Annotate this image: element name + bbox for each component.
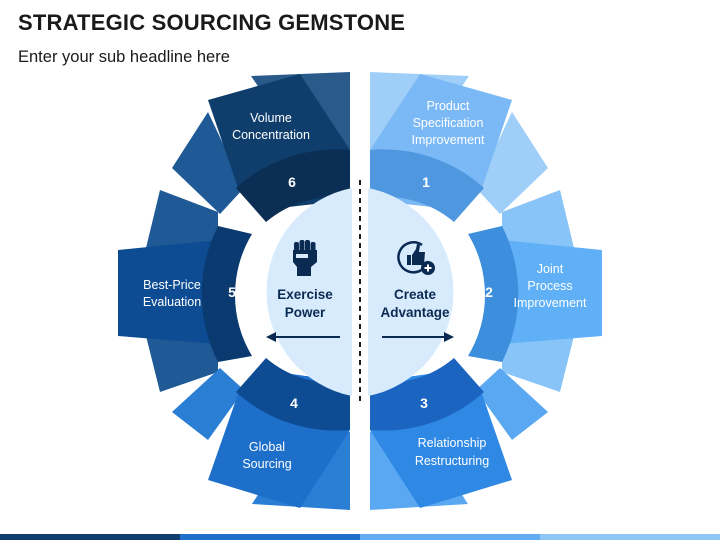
segment-1-number-band — [370, 149, 484, 222]
segment-5-main-facet — [118, 240, 218, 344]
center-left-half[interactable]: Exercise Power — [266, 188, 352, 396]
segment-1-label-line2: Specification — [413, 116, 484, 130]
segment-4-number: 4 — [290, 395, 298, 411]
segment-6-number: 6 — [288, 174, 296, 190]
segment-2-main-facet — [502, 240, 602, 344]
slide-subtitle: Enter your sub headline here — [18, 48, 230, 66]
center-right-line1: Create — [394, 287, 437, 302]
segment-6-number-band — [236, 149, 350, 222]
segment-5[interactable]: Best-Price Evaluation 5 — [118, 190, 252, 392]
segment-1-label-line1: Product — [426, 99, 470, 113]
center-left-line2: Power — [285, 305, 326, 320]
segment-3[interactable]: Relationship Restructuring 3 — [370, 358, 548, 510]
raised-fist-icon — [293, 240, 317, 276]
segment-5-top-facet — [146, 190, 218, 250]
segment-4[interactable]: Global Sourcing 4 — [172, 358, 350, 510]
arrow-right-icon — [382, 332, 454, 342]
segment-3-label-line1: Relationship — [418, 436, 487, 450]
center-left-line1: Exercise — [277, 287, 333, 302]
segment-2-number-band — [468, 226, 519, 362]
segment-2-number: 2 — [485, 284, 493, 300]
bottom-accent-bar — [0, 534, 720, 540]
segment-2[interactable]: Joint Process Improvement 2 — [468, 190, 602, 392]
thumbs-up-plus-icon — [397, 241, 435, 275]
segment-6[interactable]: Volume Concentration 6 — [172, 72, 350, 222]
segment-1-number: 1 — [422, 174, 430, 190]
arrow-left-icon — [266, 332, 340, 342]
segment-5-label-line2: Evaluation — [143, 295, 201, 309]
segment-1[interactable]: Product Specification Improvement 1 — [370, 72, 548, 222]
center-right-shape — [368, 188, 454, 396]
segment-2-label-line3: Improvement — [514, 296, 587, 310]
segment-1-side-facet — [476, 112, 548, 214]
segment-2-top-facet — [502, 190, 574, 250]
segment-2-bottom-facet — [502, 334, 574, 392]
segment-6-label-line1: Volume — [250, 111, 292, 125]
segment-3-number: 3 — [420, 395, 428, 411]
segment-6-side-facet — [172, 112, 244, 214]
segment-4-label-line1: Global — [249, 440, 285, 454]
segment-5-number: 5 — [228, 284, 236, 300]
segment-5-number-band — [201, 226, 252, 362]
center-right-half[interactable]: Create Advantage — [368, 188, 454, 396]
segment-3-number-band — [370, 358, 484, 431]
center-left-shape — [266, 188, 352, 396]
segment-4-side-facet — [172, 368, 244, 440]
segment-6-label-line2: Concentration — [232, 128, 310, 142]
segment-4-number-band — [236, 358, 350, 431]
segment-3-side-facet — [476, 368, 548, 440]
segment-4-label-line2: Sourcing — [242, 457, 291, 471]
segment-3-label-line2: Restructuring — [415, 454, 489, 468]
segment-2-label-line2: Process — [527, 279, 572, 293]
segment-2-label-line1: Joint — [537, 262, 564, 276]
segment-5-bottom-facet — [146, 334, 218, 392]
center-right-line2: Advantage — [380, 305, 450, 320]
slide-title: STRATEGIC SOURCING GEMSTONE — [18, 10, 406, 35]
segment-1-label-line3: Improvement — [412, 133, 485, 147]
segment-5-label-line1: Best-Price — [143, 278, 201, 292]
